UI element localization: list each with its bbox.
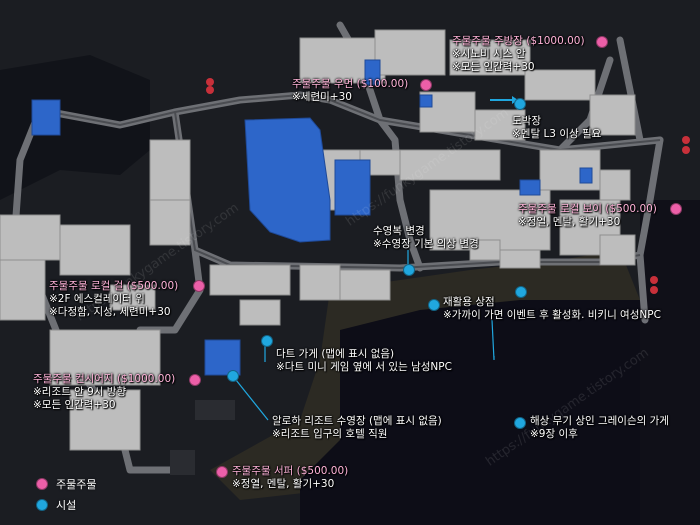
label-title: 주물주물 우먼 ($100.00) <box>292 78 409 90</box>
label-title: 주물주물 서퍼 ($500.00) <box>232 465 349 477</box>
label-casino: 도박장 ※멘탈 L3 이상 필요 <box>512 115 601 141</box>
label-swimsuit-change: 수영복 변경 ※수영장 기본 의상 변경 <box>373 225 479 251</box>
label-title: 주물주물 주방장 ($1000.00) <box>452 35 585 47</box>
label-juju-woman: 주물주물 우먼 ($100.00) ※세련미+30 <box>292 78 408 104</box>
pin-pink-icon[interactable] <box>193 280 205 292</box>
label-title: 주물주물 컨시어지 ($1000.00) <box>33 373 176 385</box>
label-title: 해상 무기 상인 그레이슨의 가게 <box>530 415 669 427</box>
pin-blue-icon[interactable] <box>514 98 526 110</box>
label-note: ※다정함, 지성, 세련미+30 <box>49 306 171 318</box>
label-weapon-shop: 해상 무기 상인 그레이슨의 가게 ※9장 이후 <box>530 415 669 441</box>
pin-pink-icon[interactable] <box>189 374 201 386</box>
label-title: 다트 가게 (맵에 표시 없음) <box>276 348 395 360</box>
label-note: ※멘탈 L3 이상 필요 <box>512 128 602 140</box>
legend-blue-icon <box>36 499 48 511</box>
pin-blue-icon[interactable] <box>261 335 273 347</box>
pin-blue-icon[interactable] <box>428 299 440 311</box>
label-note: ※모든 인간력+30 <box>33 399 116 411</box>
label-note: ※모든 인간력+30 <box>452 61 535 73</box>
label-juju-local-boy: 주물주물 로컬 보이 ($500.00) ※정열, 멘탈, 활기+30 <box>518 203 657 229</box>
legend-pink-label: 주물주물 <box>56 478 97 491</box>
label-note: ※리조트 안 9시 방향 <box>33 386 127 398</box>
pin-pink-icon[interactable] <box>420 79 432 91</box>
legend-blue-label: 시설 <box>56 499 77 512</box>
label-juju-surfer: 주물주물 서퍼 ($500.00) ※정열, 멘탈, 활기+30 <box>232 465 348 491</box>
label-title: 도박장 <box>512 115 541 127</box>
label-juju-local-girl: 주물주물 로컬 걸 ($500.00) ※2F 에스컬레이터 위 ※다정함, 지… <box>49 280 178 319</box>
label-title: 수영복 변경 <box>373 225 425 237</box>
pin-pink-icon[interactable] <box>216 466 228 478</box>
label-title: 알로하 리조트 수영장 (맵에 표시 없음) <box>272 415 442 427</box>
label-juju-concierge: 주물주물 컨시어지 ($1000.00) ※리조트 안 9시 방향 ※모든 인간… <box>33 373 175 412</box>
label-aloha-pool: 알로하 리조트 수영장 (맵에 표시 없음) ※리조트 입구의 호텔 직원 <box>272 415 442 441</box>
label-note: ※가까이 가면 이벤트 후 활성화. 비키니 여성NPC <box>443 309 661 321</box>
legend-pink-icon <box>36 478 48 490</box>
label-note: ※9장 이후 <box>530 428 578 440</box>
label-title: 재활용 상점 <box>443 296 495 308</box>
label-note: ※세련미+30 <box>292 91 352 103</box>
label-note: ※2F 에스컬레이터 위 <box>49 293 145 305</box>
label-note: ※다트 미니 게임 옆에 서 있는 남성NPC <box>276 361 452 373</box>
label-recycle-shop: 재활용 상점 ※가까이 가면 이벤트 후 활성화. 비키니 여성NPC <box>443 296 661 322</box>
pin-blue-icon[interactable] <box>403 264 415 276</box>
label-juju-chef: 주물주물 주방장 ($1000.00) ※시노비 시스 안 ※모든 인간력+30 <box>452 35 585 74</box>
pin-pink-icon[interactable] <box>596 36 608 48</box>
pin-blue-icon[interactable] <box>515 286 527 298</box>
pin-blue-icon[interactable] <box>227 370 239 382</box>
label-title: 주물주물 로컬 걸 ($500.00) <box>49 280 179 292</box>
label-note: ※정열, 멘탈, 활기+30 <box>518 216 621 228</box>
label-note: ※수영장 기본 의상 변경 <box>373 238 479 250</box>
label-note: ※시노비 시스 안 <box>452 48 526 60</box>
pin-blue-icon[interactable] <box>514 417 526 429</box>
label-note: ※리조트 입구의 호텔 직원 <box>272 428 388 440</box>
label-title: 주물주물 로컬 보이 ($500.00) <box>518 203 657 215</box>
label-note: ※정열, 멘탈, 활기+30 <box>232 478 335 490</box>
label-darts-shop: 다트 가게 (맵에 표시 없음) ※다트 미니 게임 옆에 서 있는 남성NPC <box>276 348 452 374</box>
pin-pink-icon[interactable] <box>670 203 682 215</box>
